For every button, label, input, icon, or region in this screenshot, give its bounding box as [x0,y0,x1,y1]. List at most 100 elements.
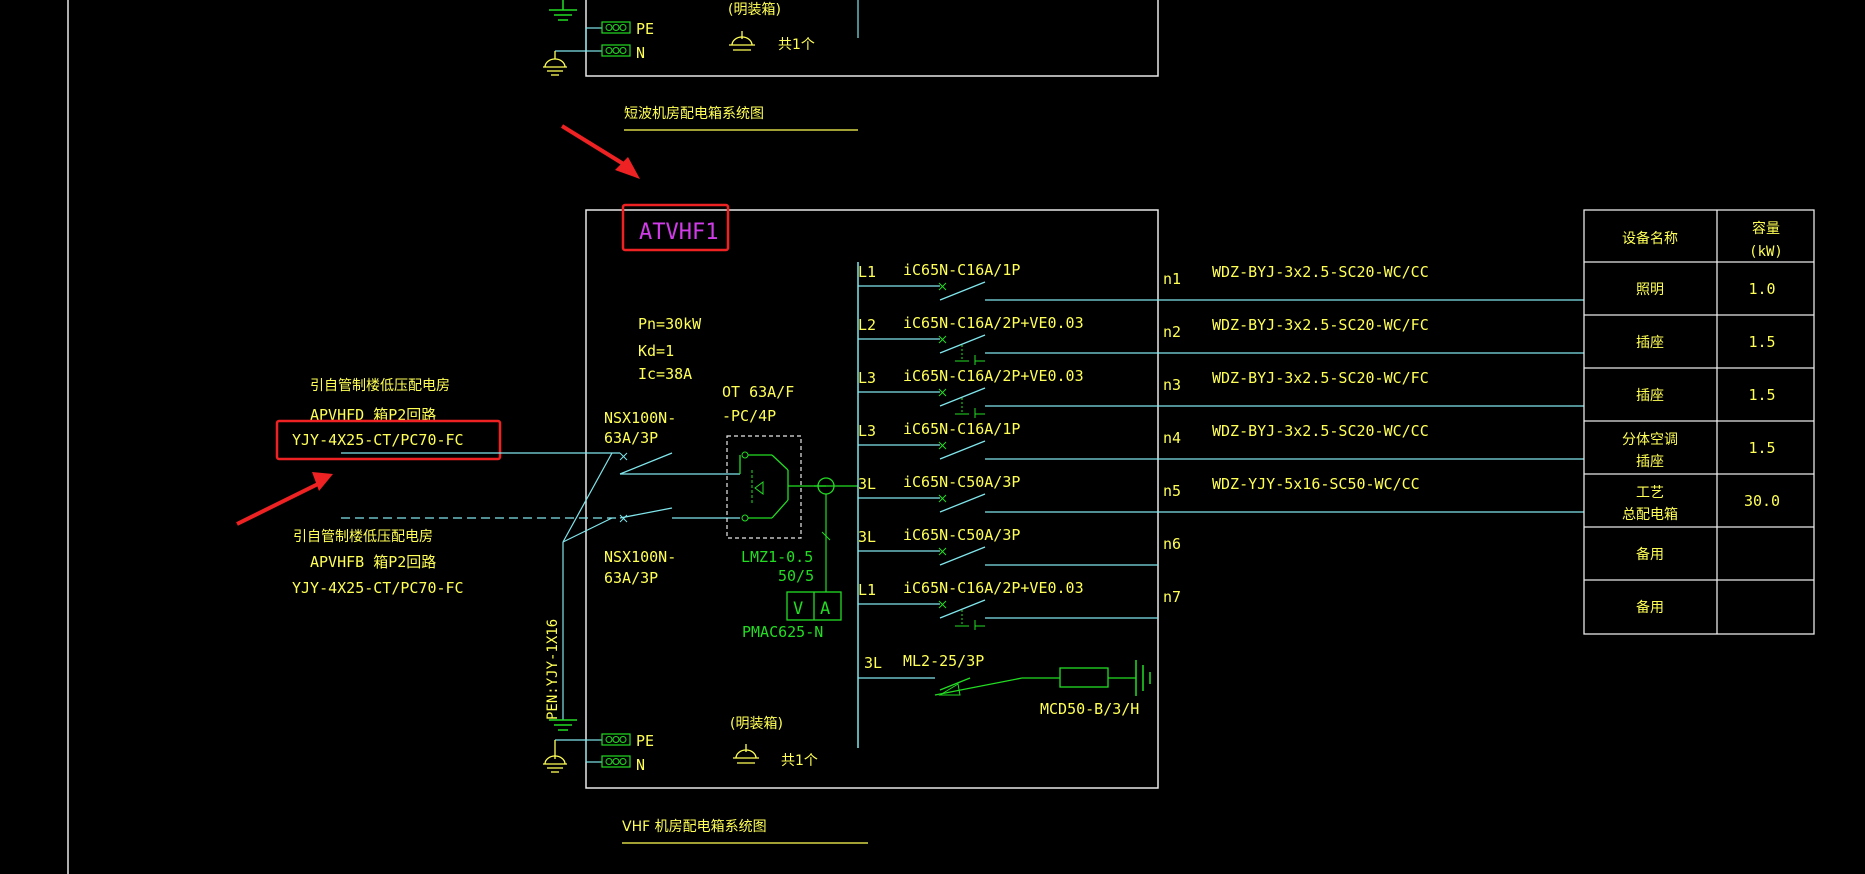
bottom-terminals: PE N [543,719,654,774]
table-row: 备用 [1584,579,1814,616]
breaker-contact [939,493,986,513]
pen-cable-label: PEN:YJY-1X16 [545,619,561,720]
spd-phase: 3L [864,654,882,672]
panel-name-highlight [621,203,730,252]
circuit-breaker-label: iC65N-C16A/1P [903,261,1020,279]
table-header-capacity-unit: (kW) [1749,244,1783,260]
equipment-name: 照明 [1636,282,1664,298]
terminal-n [601,755,631,768]
table-row: 插座 1.5 [1584,367,1814,404]
circuit-number: n7 [1163,588,1181,606]
circuit-phase: L1 [858,263,876,281]
table-row: 插座 1.5 [1584,314,1814,351]
breaker-contact [939,334,986,354]
circuit-cable-spec: WDZ-BYJ-3x2.5-SC20-WC/CC [1212,263,1429,281]
circuit-phase: L3 [858,422,876,440]
main-breaker-1-line1: NSX100N- [604,409,676,427]
meter-v: V [793,599,803,619]
circuit-breaker-label: iC65N-C16A/2P+VE0.03 [903,579,1084,597]
equipment-capacity: 1.5 [1748,333,1775,351]
n-label: N [636,756,645,774]
circuit-phase: 3L [858,475,876,493]
panel-kd: Kd=1 [638,342,674,360]
terminal-pe [601,733,631,746]
circuit-cable-spec: WDZ-BYJ-3x2.5-SC20-WC/FC [1212,316,1429,334]
pen-connector-2 [562,517,613,543]
incoming-1-line1: 引自管制楼低压配电房 [310,378,450,394]
equipment-name-line2: 总配电箱 [1622,507,1678,523]
meter-model: PMAC625-N [742,623,823,641]
circuit-breaker-label: iC65N-C16A/2P+VE0.03 [903,367,1084,385]
equipment-name: 插座 [1636,388,1664,404]
circuit-cable-spec: WDZ-BYJ-3x2.5-SC20-WC/CC [1212,422,1429,440]
spd-model: MCD50-B/3/H [1040,700,1139,718]
equipment-name: 插座 [1636,335,1664,351]
main-breaker-2-line1: NSX100N- [604,548,676,566]
top-enclosure-label: (明装箱) [728,2,781,18]
circuit-number: n4 [1163,429,1181,447]
breaker-contact [939,440,986,460]
circuit-breaker-label: iC65N-C50A/3P [903,526,1020,544]
top-pe-label: PE [636,20,654,38]
top-panel-box [585,0,1159,77]
equipment-name: 工艺 [1636,485,1664,501]
ats-switch-symbol [726,435,826,539]
circuit-number: n3 [1163,376,1181,394]
main-breaker-2-line2: 63A/3P [604,569,658,587]
panel-ic: Ic=38A [638,365,692,383]
ats-label-line1: OT 63A/F [722,383,794,401]
meter-a: A [820,599,830,619]
red-arrow-annotation-top [560,124,640,179]
ground-icon [543,51,567,76]
equipment-name: 分体空调 [1622,432,1678,448]
circuit-7: L1 iC65N-C16A/2P+VE0.03 n7 [858,579,1181,630]
pe-label: PE [636,732,654,750]
circuit-cable-spec: WDZ-YJY-5x16-SC50-WC/CC [1212,475,1420,493]
table-row: 备用 [1584,526,1814,563]
incoming-1-cable-highlight [275,419,502,461]
main-breaker-1-line2: 63A/3P [604,429,658,447]
table-header-capacity: 容量 [1752,220,1780,237]
spd-device-symbol [1059,667,1109,688]
current-transformer-symbol [814,477,858,592]
meter-va-box [786,591,842,621]
circuit-number: n2 [1163,323,1181,341]
incoming-1-cable: YJY-4X25-CT/PC70-FC [292,431,464,449]
circuit-number: n5 [1163,482,1181,500]
circuit-cable-spec: WDZ-BYJ-3x2.5-SC20-WC/FC [1212,369,1429,387]
circuit-phase: L2 [858,316,876,334]
equipment-name: 备用 [1636,599,1664,616]
equipment-capacity: 1.5 [1748,386,1775,404]
incoming-1-line2: APVHFD 箱P2回路 [310,406,436,424]
ats-label-line2: -PC/4P [722,407,776,425]
enclosure-label: (明装箱) [730,716,783,732]
circuit-2: L2 iC65N-C16A/2P+VE0.03 n2 WDZ-BYJ-3x2.5-SC… [858,314,1584,365]
top-n-label: N [636,44,645,62]
equipment-name: 备用 [1636,546,1664,563]
ct-label-line2: 50/5 [778,567,814,585]
main-breaker-2-symbol [619,507,740,523]
incoming-2-cable: YJY-4X25-CT/PC70-FC [292,579,464,597]
main-panel: ATVHF1 Pn=30kW Kd=1 Ic=38A 引自管制楼低压配电房 AP… [275,203,1584,844]
pen-connector-1 [562,452,613,543]
circuit-breaker-label: iC65N-C16A/2P+VE0.03 [903,314,1084,332]
circuit-breaker-label: iC65N-C16A/1P [903,420,1020,438]
panel-name: ATVHF1 [639,220,718,245]
breaker-contact [939,387,986,407]
main-breaker-1-symbol [619,452,740,475]
circuit-4: L3 iC65N-C16A/1P n4 WDZ-BYJ-3x2.5-SC20-WC/C… [858,420,1584,460]
count-label: 共1个 [781,753,818,769]
spd-circuit: 3L ML2-25/3P MCD50-B/3/H [858,652,1151,718]
ground-icon [543,740,567,773]
breaker-contact [939,281,986,301]
circuit-phase: L1 [858,581,876,599]
